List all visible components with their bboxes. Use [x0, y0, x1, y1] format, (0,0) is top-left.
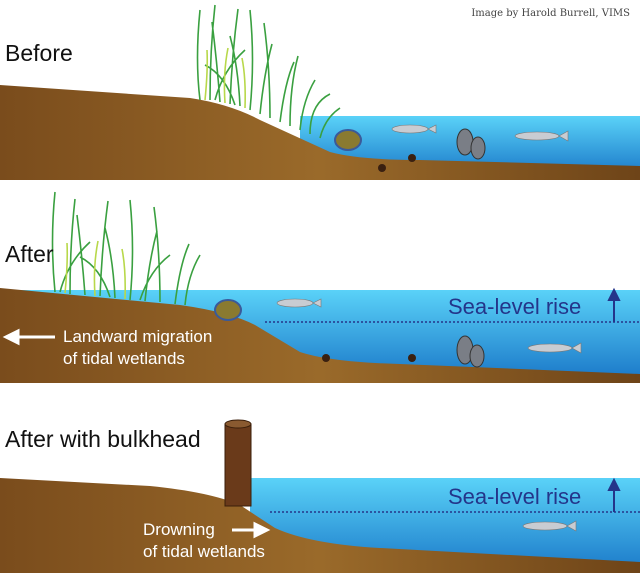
migration-label-line-1: Landward migration — [63, 327, 213, 346]
migration-label: Landward migration of tidal wetlands — [63, 326, 212, 370]
sea-level-rise-arrow-icon — [607, 287, 621, 322]
water-surface — [0, 282, 640, 290]
ground — [0, 85, 640, 180]
fish — [391, 124, 437, 134]
migration-label-line-2: of tidal wetlands — [63, 349, 185, 368]
fish — [522, 520, 577, 532]
fish — [276, 298, 322, 308]
image-credit: Image by Harold Burrell, VIMS — [471, 8, 630, 19]
snail — [378, 164, 386, 172]
panel-bulkhead — [0, 419, 640, 573]
panel-title-before: Before — [5, 40, 73, 66]
snail — [408, 354, 416, 362]
water-surface — [250, 470, 640, 478]
snail — [408, 154, 416, 162]
crab — [214, 299, 242, 321]
drowning-label: Drowning of tidal wetlands — [143, 519, 265, 563]
marsh-grass — [196, 4, 341, 139]
sea-level-rise-arrow-icon — [607, 477, 621, 512]
drowning-arrow-icon — [232, 521, 271, 539]
sea-level-rise-label: Sea-level rise — [448, 484, 582, 509]
marsh-grass — [51, 191, 201, 306]
oyster-cluster — [456, 128, 486, 160]
drowning-label-line-1: Drowning — [143, 520, 215, 539]
oyster-cluster — [456, 335, 485, 368]
bulkhead-post-top — [224, 419, 252, 429]
fish — [514, 130, 569, 142]
ground — [0, 288, 640, 383]
panel-title-bulkhead: After with bulkhead — [5, 426, 201, 452]
bulkhead-post — [224, 423, 252, 507]
panel-before — [0, 4, 640, 180]
water-surface — [330, 114, 640, 116]
landward-arrow-icon — [2, 328, 55, 346]
panel-title-after: After — [5, 241, 54, 267]
sea-level-rise-label: Sea-level rise — [448, 294, 582, 319]
snail — [322, 354, 330, 362]
panel-after — [0, 191, 640, 383]
ground — [0, 478, 640, 573]
fish — [527, 342, 582, 354]
crab — [334, 129, 362, 151]
drowning-label-line-2: of tidal wetlands — [143, 542, 265, 561]
